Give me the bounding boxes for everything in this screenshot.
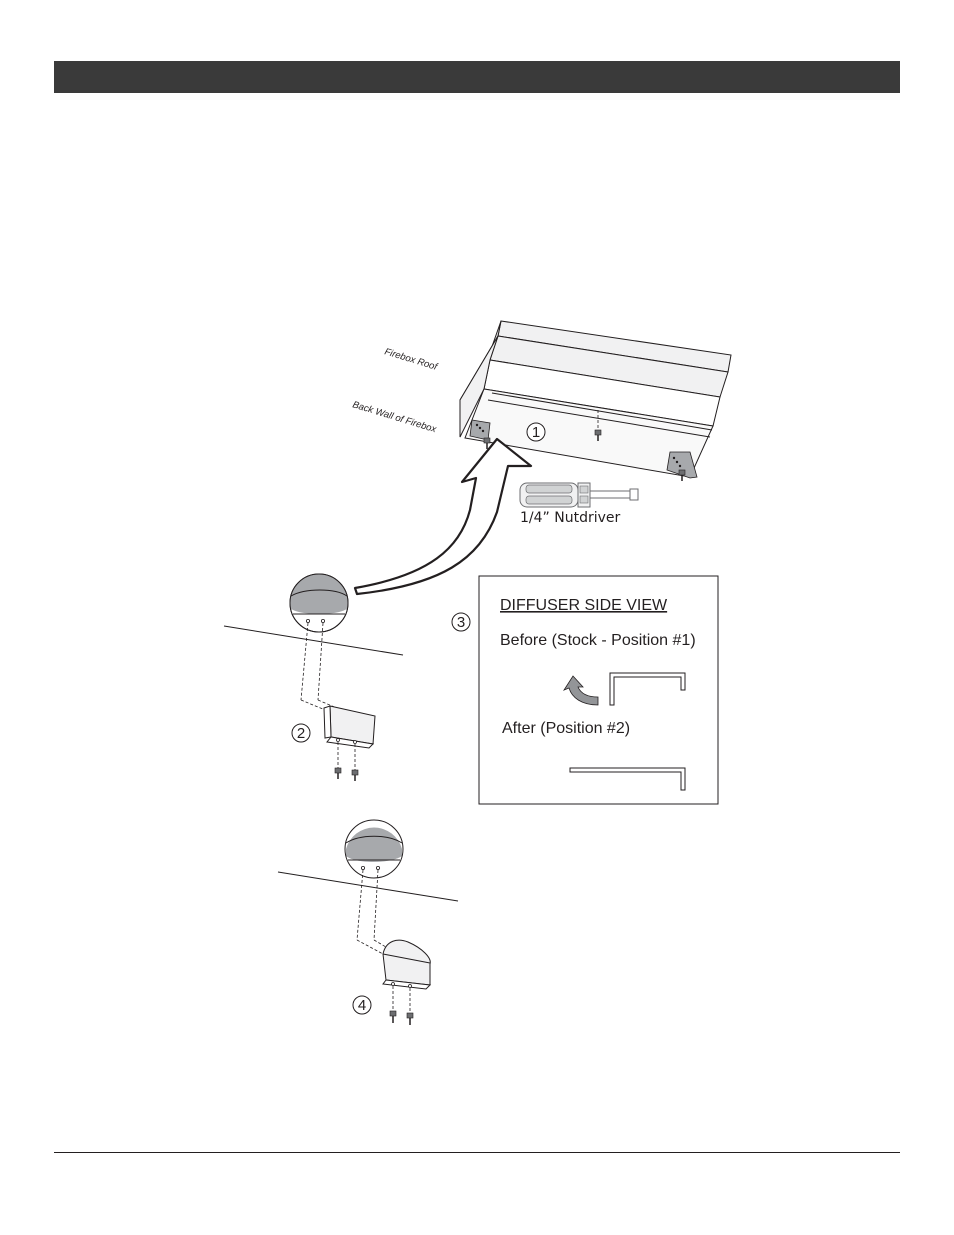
screw-icon (594, 429, 602, 441)
svg-text:3: 3 (457, 614, 465, 631)
screw-icon (389, 1010, 397, 1023)
label-firebox-roof: Firebox Roof (383, 346, 440, 373)
after-label: After (Position #2) (502, 720, 630, 737)
rotate-arrow-icon (562, 675, 599, 706)
screw-icon (351, 769, 359, 781)
before-profile (609, 672, 686, 706)
label-nutdriver: 1/4” Nutdriver (520, 510, 621, 526)
step-marker-2: 2 (291, 723, 311, 743)
side-view-title: DIFFUSER SIDE VIEW (500, 597, 668, 614)
side-view-box (478, 575, 719, 805)
firebox-assembly (459, 320, 732, 481)
step-marker-3: 3 (451, 612, 471, 632)
svg-text:1: 1 (532, 424, 540, 441)
curved-arrow-icon (353, 437, 533, 596)
step-marker-4: 4 (352, 995, 372, 1015)
step-marker-1: 1 (526, 422, 546, 442)
svg-text:4: 4 (358, 997, 366, 1014)
screw-icon (483, 437, 491, 449)
header-bar (54, 61, 900, 93)
footer-rule (54, 1152, 900, 1153)
detail-step-2 (223, 573, 404, 781)
nutdriver-icon (519, 482, 639, 508)
screw-icon (406, 1012, 414, 1025)
after-profile (569, 767, 686, 791)
svg-text:2: 2 (297, 725, 305, 742)
before-label: Before (Stock - Position #1) (500, 632, 696, 649)
label-back-wall: Back Wall of Firebox (351, 399, 439, 435)
screw-icon (334, 767, 342, 779)
screw-icon (678, 469, 686, 481)
detail-step-4 (277, 819, 459, 1025)
